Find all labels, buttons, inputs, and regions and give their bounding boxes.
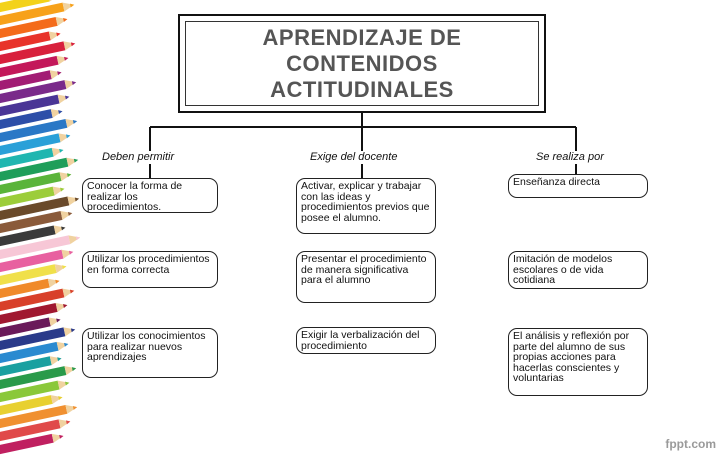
pencil-shape [0,118,78,144]
pencil-shape [0,395,63,417]
pencil-shape [0,133,71,157]
pencil-shape [0,172,72,196]
pencil-shape [0,55,69,79]
node-utilizar-procedimientos: Utilizar los procedimientos en forma cor… [82,251,218,288]
node-text: Presentar el procedimiento de manera sig… [301,253,427,286]
node-text: Utilizar los procedimientos en forma cor… [87,253,210,276]
branch-label-deben-permitir: Deben permitir [98,151,179,164]
node-utilizar-conocimientos: Utilizar los conocimientos para realizar… [82,328,218,378]
node-activar-explicar: Activar, explicar y trabajar con las ide… [296,178,436,234]
pencil-shape [0,366,77,391]
branch-label-se-realiza-por: Se realiza por [532,151,608,164]
pencil-shape [0,157,79,183]
node-text: Exigir la verbalización del procedimient… [301,329,420,352]
pencil-shape [0,211,73,235]
pencil-shape [0,264,67,287]
title-inner-frame: APRENDIZAJE DE CONTENIDOS ACTITUDINALES [185,21,539,106]
node-text: Imitación de modelos escolares o de vida… [513,253,613,286]
pencil-shape [0,303,68,326]
pencil-shape [0,356,62,378]
pencil-shape [0,2,75,27]
pencil-shape [0,249,74,274]
pencil-shape [0,225,66,248]
node-presentar-procedimiento: Presentar el procedimiento de manera sig… [296,251,436,303]
pencil-shape [0,433,64,455]
node-ensenanza-directa: Enseñanza directa [508,174,648,198]
watermark-text: fppt.com [665,437,716,451]
pencil-shape [0,31,61,53]
main-title-box: APRENDIZAJE DE CONTENIDOS ACTITUDINALES [178,14,546,113]
colored-pencils-decoration [0,0,81,455]
pencil-shape [0,80,77,105]
node-conocer-forma: Conocer la forma de realizar los procedi… [82,178,218,213]
node-text: Enseñanza directa [513,176,600,188]
pencil-shape [0,327,76,352]
pencil-shape [0,70,62,92]
pencil-shape [0,380,70,404]
branch-label-exige-del-docente: Exige del docente [306,151,402,164]
node-imitacion-modelos: Imitación de modelos escolares o de vida… [508,251,648,289]
pencil-shape [0,186,65,209]
pencil-shape [0,109,63,131]
pencil-shape [0,0,60,14]
pencil-shape [0,235,81,261]
node-exigir-verbalizacion: Exigir la verbalización del procedimient… [296,327,436,354]
pencil-shape [0,317,61,339]
pencil-shape [0,17,68,40]
pencil-shape [0,341,69,365]
pencil-shape [0,404,78,430]
node-analisis-reflexion: El análisis y reflexión por parte del al… [508,328,648,396]
node-text: El análisis y reflexión por parte del al… [513,330,630,384]
pencil-shape [0,288,75,313]
page-title: APRENDIZAJE DE CONTENIDOS ACTITUDINALES [262,24,462,102]
pencil-shape [0,419,71,443]
node-text: Conocer la forma de realizar los procedi… [87,180,183,213]
pencil-shape [0,278,60,300]
node-text: Utilizar los conocimientos para realizar… [87,330,206,363]
pencil-shape [0,147,64,170]
pencil-shape [0,196,80,222]
node-text: Activar, explicar y trabajar con las ide… [301,180,430,224]
pencil-shape [0,94,70,118]
pencil-shape [0,41,76,66]
